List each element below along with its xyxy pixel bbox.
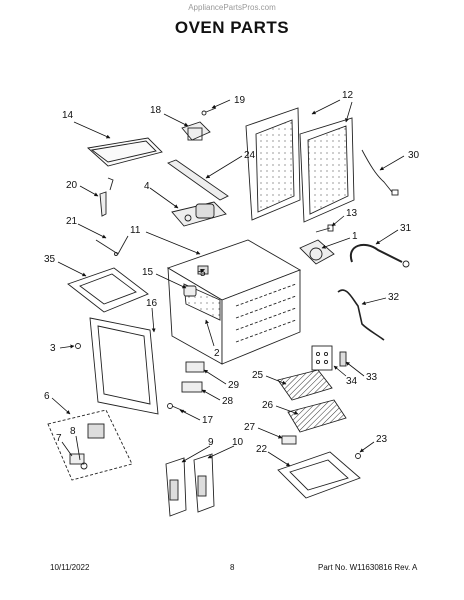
callout-11: 11: [130, 225, 141, 236]
part-35-tray: [67, 267, 149, 313]
callout-34: 34: [346, 376, 358, 387]
callout-15: 15: [142, 267, 154, 278]
part-13-screw: [315, 224, 334, 233]
callout-25: 25: [252, 370, 264, 381]
callout-17: 17: [202, 415, 214, 426]
footer-date: 10/11/2022: [50, 563, 90, 572]
part-31-tube: [349, 243, 410, 268]
part-30-harness: [361, 149, 399, 196]
part-16-door-frame: [89, 317, 159, 415]
callout-24: 24: [244, 150, 256, 161]
callout-8: 8: [70, 426, 76, 437]
part-25-broil-element: [277, 369, 333, 401]
callout-3: 3: [50, 343, 56, 354]
part-17-screw: [167, 403, 187, 413]
callout-33: 33: [366, 372, 378, 383]
part-19-screw: [201, 107, 217, 116]
callout-29: 29: [228, 380, 240, 391]
part-15-light: [183, 285, 197, 297]
callout-20: 20: [66, 180, 78, 191]
callout-18: 18: [150, 105, 162, 116]
part-24-element: [167, 159, 229, 201]
callout-7: 7: [56, 433, 62, 444]
callout-2: 2: [214, 348, 220, 359]
callout-28: 28: [222, 396, 234, 407]
callout-13: 13: [346, 208, 358, 219]
part-20-probe: [99, 177, 114, 217]
callout-10: 10: [232, 437, 244, 448]
callout-19: 19: [234, 95, 246, 106]
part-29-bracket: [185, 361, 205, 373]
callout-14: 14: [62, 110, 74, 121]
part-21-rod: [95, 235, 129, 256]
page-title: OVEN PARTS: [174, 18, 290, 37]
footer-part-number: Part No. W11630816 Rev. A: [318, 563, 418, 572]
part-26-bake-element: [287, 399, 347, 433]
part-32-tube: [337, 289, 385, 341]
callout-1: 1: [352, 231, 358, 242]
callout-23: 23: [376, 434, 388, 445]
part-10-hinge: [193, 453, 215, 513]
callout-21: 21: [66, 216, 78, 227]
callout-9: 9: [208, 437, 214, 448]
callout-16: 16: [146, 298, 158, 309]
part-3-screw: [75, 343, 81, 349]
callout-31: 31: [400, 223, 412, 234]
part-12-rear-panels: [245, 107, 355, 223]
part-27-bracket: [281, 435, 297, 445]
part-34-switch: [311, 345, 333, 371]
part-28-bracket: [181, 381, 203, 393]
part-23-screw: [355, 453, 361, 459]
callout-30: 30: [408, 150, 420, 161]
callout-27: 27: [244, 422, 256, 433]
callout-12: 12: [342, 90, 354, 101]
callout-32: 32: [388, 292, 400, 303]
part-14-shield: [87, 137, 163, 167]
part-22-drip-tray: [277, 451, 361, 499]
callout-5: 5: [200, 268, 206, 279]
callout-35: 35: [44, 254, 56, 265]
part-1-fan-mount: [299, 239, 335, 265]
part-11-oven-cavity: [166, 239, 302, 365]
callout-22: 22: [256, 444, 268, 455]
part-4-latch: [171, 201, 227, 227]
part-33-clip: [339, 351, 347, 367]
callout-26: 26: [262, 400, 274, 411]
part-6-kit-box: [47, 409, 133, 481]
callout-4: 4: [144, 181, 150, 192]
watermark-text: AppliancePartsPros.com: [188, 3, 276, 12]
callout-6: 6: [44, 391, 50, 402]
part-18-bracket: [181, 121, 211, 141]
footer-page-number: 8: [230, 563, 235, 572]
part-9-hinge: [165, 457, 187, 517]
